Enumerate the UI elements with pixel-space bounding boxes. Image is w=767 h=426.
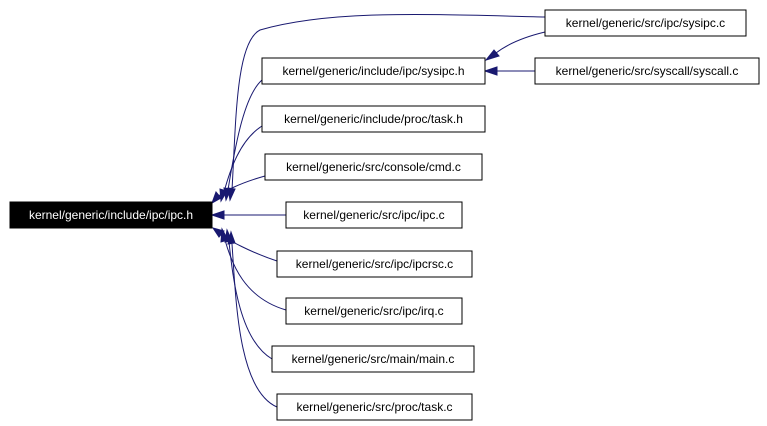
edge-cmd-c-to-ipc-h [211, 175, 266, 205]
node-label: kernel/generic/src/ipc/ipcrsc.c [296, 257, 453, 271]
node-label: kernel/generic/include/ipc/ipc.h [29, 208, 193, 222]
edges [210, 14, 546, 408]
node-sysipc-h[interactable]: kernel/generic/include/ipc/sysipc.h [261, 57, 486, 85]
node-main-c[interactable]: kernel/generic/src/main/main.c [271, 345, 475, 373]
node-label: kernel/generic/src/ipc/ipc.c [303, 208, 444, 222]
node-ipc-c[interactable]: kernel/generic/src/ipc/ipc.c [285, 201, 463, 229]
edge-task-c-to-ipc-h [227, 230, 278, 408]
nodes: kernel/generic/include/ipc/ipc.h kernel/… [9, 9, 760, 421]
node-ipc-h-root[interactable]: kernel/generic/include/ipc/ipc.h [9, 201, 213, 229]
node-label: kernel/generic/src/console/cmd.c [286, 160, 461, 174]
edge-sysipc-c-to-sysipc-h [484, 31, 546, 61]
edge-syscall-c-to-sysipc-h [483, 66, 535, 76]
node-label: kernel/generic/include/ipc/sysipc.h [282, 64, 464, 78]
node-cmd-c[interactable]: kernel/generic/src/console/cmd.c [264, 153, 483, 181]
node-task-c[interactable]: kernel/generic/src/proc/task.c [276, 393, 473, 421]
node-label: kernel/generic/src/main/main.c [292, 352, 455, 366]
node-label: kernel/generic/include/proc/task.h [284, 112, 463, 126]
node-syscall-c[interactable]: kernel/generic/src/syscall/syscall.c [534, 57, 760, 85]
node-irq-c[interactable]: kernel/generic/src/ipc/irq.c [285, 297, 463, 325]
node-ipcrsc-c[interactable]: kernel/generic/src/ipc/ipcrsc.c [276, 250, 473, 278]
node-label: kernel/generic/src/syscall/syscall.c [556, 64, 739, 78]
edge-sysipc-h-to-ipc-h [223, 79, 263, 202]
node-task-h[interactable]: kernel/generic/include/proc/task.h [261, 105, 486, 133]
node-label: kernel/generic/src/ipc/sysipc.c [566, 16, 725, 30]
node-label: kernel/generic/src/proc/task.c [296, 400, 452, 414]
node-label: kernel/generic/src/ipc/irq.c [304, 304, 443, 318]
edge-ipc-c-to-ipc-h [210, 210, 286, 220]
node-sysipc-c[interactable]: kernel/generic/src/ipc/sysipc.c [544, 9, 747, 37]
